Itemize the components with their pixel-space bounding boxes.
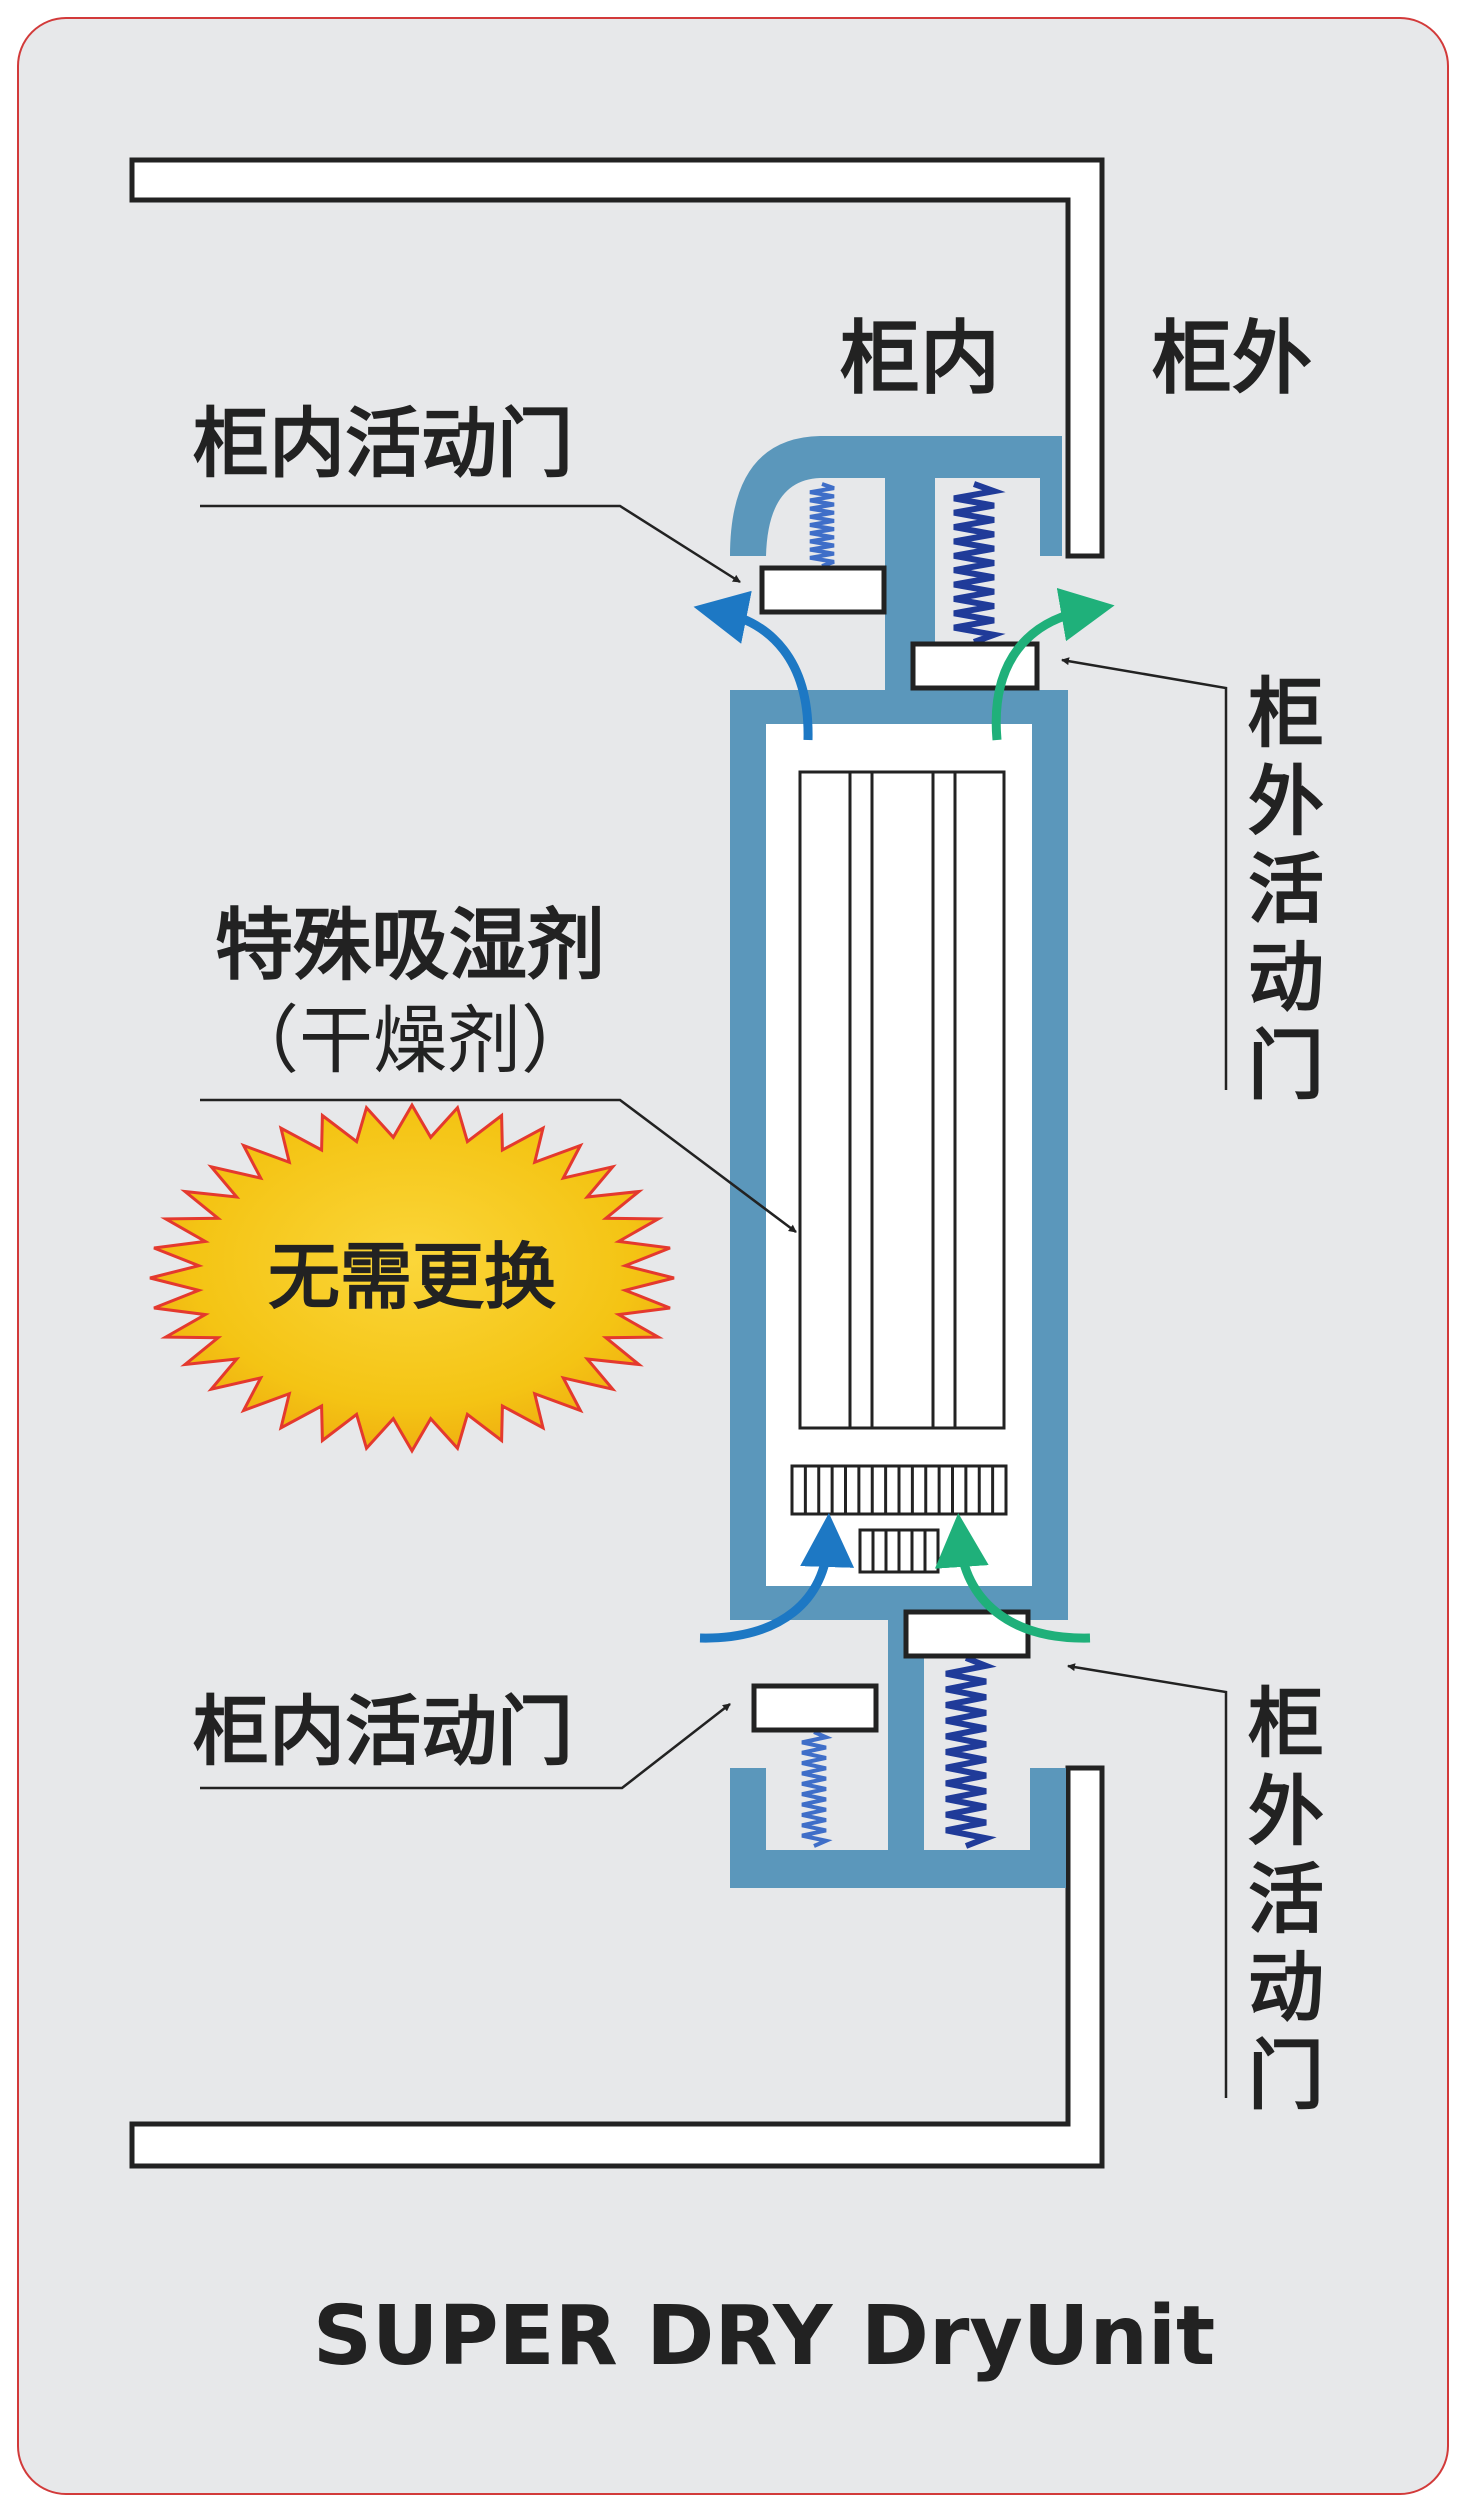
desiccant-title: 特殊吸湿剂 — [215, 901, 605, 991]
bottom-outer-door-char: 柜 — [1248, 1679, 1324, 1768]
bottom-outer-door-char: 活 — [1248, 1855, 1324, 1944]
spring-bottom-inner — [801, 1730, 833, 1848]
bottom-inner-door-label: 柜内活动门 — [193, 1687, 573, 1776]
airflow-inner-bottom-arrow — [699, 1513, 855, 1643]
airflow-inner-top-arrow — [693, 590, 813, 741]
leader-desiccant — [200, 1098, 797, 1233]
bottom-inner-door — [751, 1683, 879, 1733]
spring-top-inner — [809, 482, 835, 568]
unit-housing — [730, 436, 1068, 1888]
leader-bottom-outer — [1067, 1663, 1228, 2098]
top-outer-door — [910, 641, 1040, 691]
fan-grille — [858, 1528, 940, 1574]
bottom-outer-door-label: 柜 外 活 动 门 — [1248, 1679, 1324, 2120]
footer-title: SUPER DRY DryUnit — [313, 2289, 1215, 2384]
filter-grille — [790, 1464, 1008, 1516]
cabinet-wall-bottom — [129, 1765, 1105, 2169]
top-outer-door-label: 柜 外 活 动 门 — [1248, 669, 1324, 1110]
top-outer-door-char: 柜 — [1248, 669, 1324, 758]
leader-bottom-inner — [200, 1703, 731, 1790]
desiccant-subtitle: （干燥剂） — [225, 998, 595, 1084]
leader-top-outer — [1061, 657, 1228, 1090]
inside-zone-label: 柜内 — [840, 312, 1000, 405]
desiccant-cartridge — [798, 770, 1006, 1430]
top-inner-door-label: 柜内活动门 — [193, 399, 573, 488]
bottom-outer-door-char: 外 — [1248, 1767, 1324, 1856]
top-inner-door — [759, 565, 887, 615]
no-replacement-badge: 无需更换 — [149, 1102, 675, 1454]
bottom-outer-door-char: 动 — [1248, 1943, 1324, 2032]
top-outer-door-char: 动 — [1248, 933, 1324, 1022]
top-outer-door-char: 门 — [1248, 1021, 1324, 1110]
cabinet-wall-top — [129, 157, 1105, 559]
bottom-outer-door-char: 门 — [1248, 2031, 1324, 2120]
outside-zone-label: 柜外 — [1152, 312, 1312, 405]
airflow-outer-bottom-arrow — [934, 1513, 1091, 1643]
spring-top-outer — [953, 481, 1006, 645]
badge-text: 无需更换 — [268, 1235, 556, 1319]
spring-bottom-outer — [945, 1655, 997, 1849]
leader-top-inner — [200, 504, 741, 584]
airflow-outer-top-arrow — [991, 587, 1115, 741]
top-outer-door-char: 外 — [1248, 757, 1324, 846]
top-outer-door-char: 活 — [1248, 845, 1324, 934]
